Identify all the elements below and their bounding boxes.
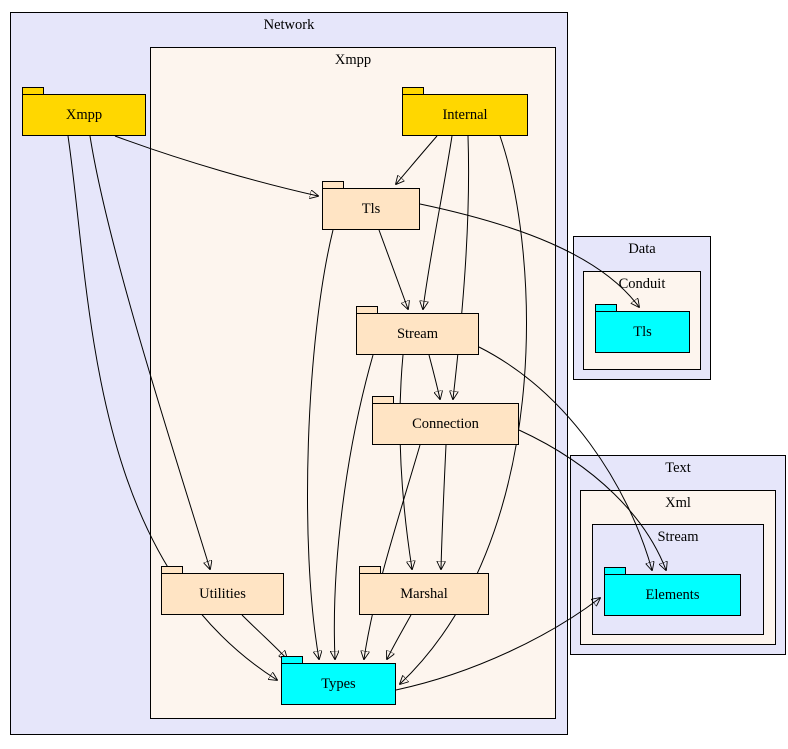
folder-tab-icon (281, 656, 303, 664)
folder-tab-icon (372, 396, 394, 404)
node-elements-label: Elements (645, 586, 700, 603)
folder-tab-icon (402, 87, 424, 95)
node-stream: Stream (356, 306, 479, 355)
node-tls-label: Tls (361, 200, 381, 217)
cluster-data-label: Data (628, 241, 656, 257)
node-utilities: Utilities (161, 566, 284, 615)
folder-tab-icon (322, 181, 344, 189)
cluster-data-conduit-label: Conduit (618, 276, 666, 292)
node-elements: Elements (604, 567, 741, 616)
folder-tab-icon (359, 566, 381, 574)
node-utilities-label: Utilities (199, 585, 246, 602)
cluster-network-xmpp-label: Xmpp (334, 52, 372, 68)
node-conduit-tls: Tls (595, 304, 690, 353)
node-conduit-tls-label: Tls (633, 323, 652, 340)
node-internal-label: Internal (442, 106, 488, 123)
node-connection-label: Connection (412, 415, 479, 432)
node-tls: Tls (322, 181, 420, 230)
node-xmpp-label: Xmpp (65, 106, 103, 123)
node-types-label: Types (321, 675, 356, 692)
node-stream-label: Stream (396, 325, 439, 342)
cluster-text-label: Text (665, 460, 691, 476)
cluster-text-xml-stream-label: Stream (657, 529, 699, 545)
folder-tab-icon (595, 304, 617, 312)
node-xmpp: Xmpp (22, 87, 146, 136)
folder-tab-icon (604, 567, 626, 575)
folder-tab-icon (161, 566, 183, 574)
node-marshal-label: Marshal (400, 585, 448, 602)
folder-tab-icon (22, 87, 44, 95)
node-types: Types (281, 656, 396, 705)
folder-tab-icon (356, 306, 378, 314)
cluster-network-xmpp: Xmpp (150, 47, 556, 719)
cluster-network-label: Network (263, 17, 315, 33)
node-internal: Internal (402, 87, 528, 136)
node-connection: Connection (372, 396, 519, 445)
node-marshal: Marshal (359, 566, 489, 615)
cluster-text-xml-label: Xml (665, 495, 691, 511)
